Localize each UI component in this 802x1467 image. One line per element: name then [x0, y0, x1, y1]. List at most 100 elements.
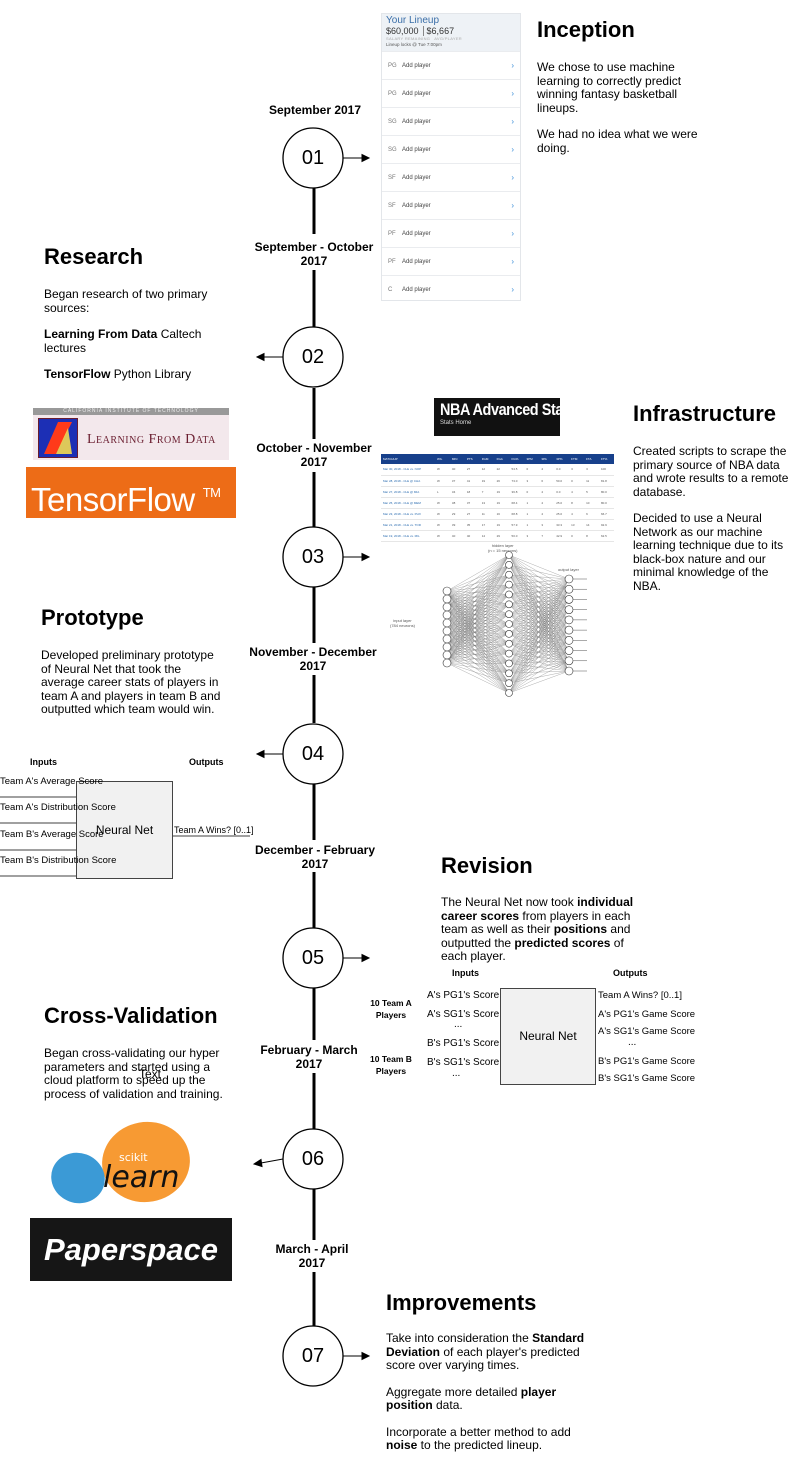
node-number: 07 — [301, 1345, 325, 1367]
stats-cell: 50.0 — [509, 530, 525, 543]
stats-cell: 0.0 — [554, 464, 570, 476]
nn-neuron — [505, 620, 513, 628]
stats-cell: Mar 25, 2018 - CLE @ MEM — [381, 497, 435, 509]
stats-cell: 92.9 — [598, 519, 614, 531]
rev-group-a-label: 10 Team A Players — [370, 998, 412, 1020]
add-player-link[interactable]: Add player — [402, 118, 431, 125]
add-player-link[interactable]: Add player — [402, 286, 431, 293]
section-title-infrastructure: Infrastructure — [633, 401, 777, 426]
stats-cell: 1 — [524, 519, 540, 531]
chevron-right-icon: › — [511, 145, 514, 154]
stats-cell: 40 — [449, 464, 465, 476]
stats-cell: 4 — [539, 497, 555, 509]
stats-cell: 3 — [584, 464, 599, 476]
add-player-link[interactable]: Add player — [402, 146, 431, 153]
lfd-text: Learning From Data — [87, 432, 216, 447]
node-number: 01 — [301, 147, 325, 169]
stats-cell: 81.8 — [598, 475, 614, 487]
stats-cell: 42.9 — [554, 530, 570, 543]
stats-cell: 5 — [584, 486, 599, 498]
stats-cell: 37 — [464, 497, 480, 509]
nn-neuron — [505, 610, 513, 618]
stats-cell: 3 — [524, 530, 540, 543]
stats-cell: 35 — [464, 519, 480, 531]
rev-input-label: A's SG1's Score — [427, 1009, 500, 1020]
stats-cell: 80.0 — [598, 497, 614, 509]
add-player-link[interactable]: Add player — [402, 258, 431, 265]
proto-neural-net-box: Neural Net — [76, 781, 173, 879]
stats-cell: 4 — [539, 508, 555, 520]
add-player-link[interactable]: Add player — [402, 202, 431, 209]
stats-cell: 39 — [449, 519, 465, 531]
stats-header-cell: MATCHUP — [381, 454, 435, 464]
stats-cell: Mar 28, 2018 - CLE @ CHA — [381, 475, 435, 487]
stats-cell: 17 — [479, 519, 495, 531]
nn-neuron — [442, 650, 452, 660]
rev-outputs-title: Outputs — [613, 968, 648, 978]
nn-neuron — [442, 634, 452, 644]
nn-neuron — [564, 625, 574, 635]
learn-text: learn — [103, 1160, 180, 1195]
stats-cell: W — [435, 475, 450, 487]
stats-header-cell: FGM — [479, 454, 495, 464]
stats-cell: 3 — [524, 475, 540, 487]
stats-cell: Mar 23, 2018 - CLE vs. PHX — [381, 508, 435, 520]
date-label: March - April 2017 — [275, 1242, 349, 1270]
stats-cell: 4 — [569, 486, 585, 498]
nn-neuron — [442, 626, 452, 636]
date-label: November - December 2017 — [249, 645, 377, 673]
add-player-link[interactable]: Add player — [402, 174, 431, 181]
stats-header-cell: FTM — [569, 454, 585, 464]
add-player-link[interactable]: Add player — [402, 90, 431, 97]
nn-neuron — [564, 636, 574, 645]
chevron-right-icon: › — [511, 229, 514, 238]
stats-cell: 11 — [479, 508, 495, 520]
add-player-link[interactable]: Add player — [402, 230, 431, 237]
stats-cell: Mar 21, 2018 - CLE vs. TOR — [381, 519, 435, 531]
stats-cell: 27 — [464, 508, 480, 520]
nn-neuron — [505, 639, 513, 648]
rev-input-label: B's SG1's Score — [427, 1057, 500, 1068]
section-title-inception: Inception — [537, 17, 635, 42]
date-label: February - March 2017 — [260, 1043, 358, 1071]
chevron-right-icon: › — [511, 173, 514, 182]
stats-cell: 22 — [494, 464, 510, 476]
scikit-small-text: scikit — [119, 1151, 148, 1164]
node-number: 02 — [301, 346, 325, 368]
add-player-link[interactable]: Add player — [402, 62, 431, 69]
lineup-lock-note: Lineup locks @ Tue 7:00pm — [386, 42, 442, 47]
section-title-research: Research — [44, 244, 144, 269]
rev-ellipsis: ... — [454, 1019, 463, 1030]
stats-cell: 50.0 — [554, 475, 570, 487]
rev-output-label: B's SG1's Game Score — [598, 1073, 696, 1084]
stats-cell: 33.3 — [554, 519, 570, 531]
nn-neuron — [442, 618, 452, 628]
lineup-position: PG — [388, 90, 397, 97]
stats-cell: 68.4 — [509, 497, 525, 509]
stats-cell: 19 — [494, 486, 510, 498]
stats-header-cell: FGA — [494, 454, 510, 464]
stats-cell: 1 — [524, 508, 540, 520]
chevron-right-icon: › — [511, 257, 514, 266]
nn-neuron — [442, 658, 452, 668]
stats-cell: 8 — [584, 530, 599, 543]
proto-input-label: Team A's Average Score — [0, 776, 104, 787]
stats-cell: 6 — [539, 475, 555, 487]
nn-neuron — [505, 551, 513, 559]
stats-cell: 18 — [464, 486, 480, 498]
